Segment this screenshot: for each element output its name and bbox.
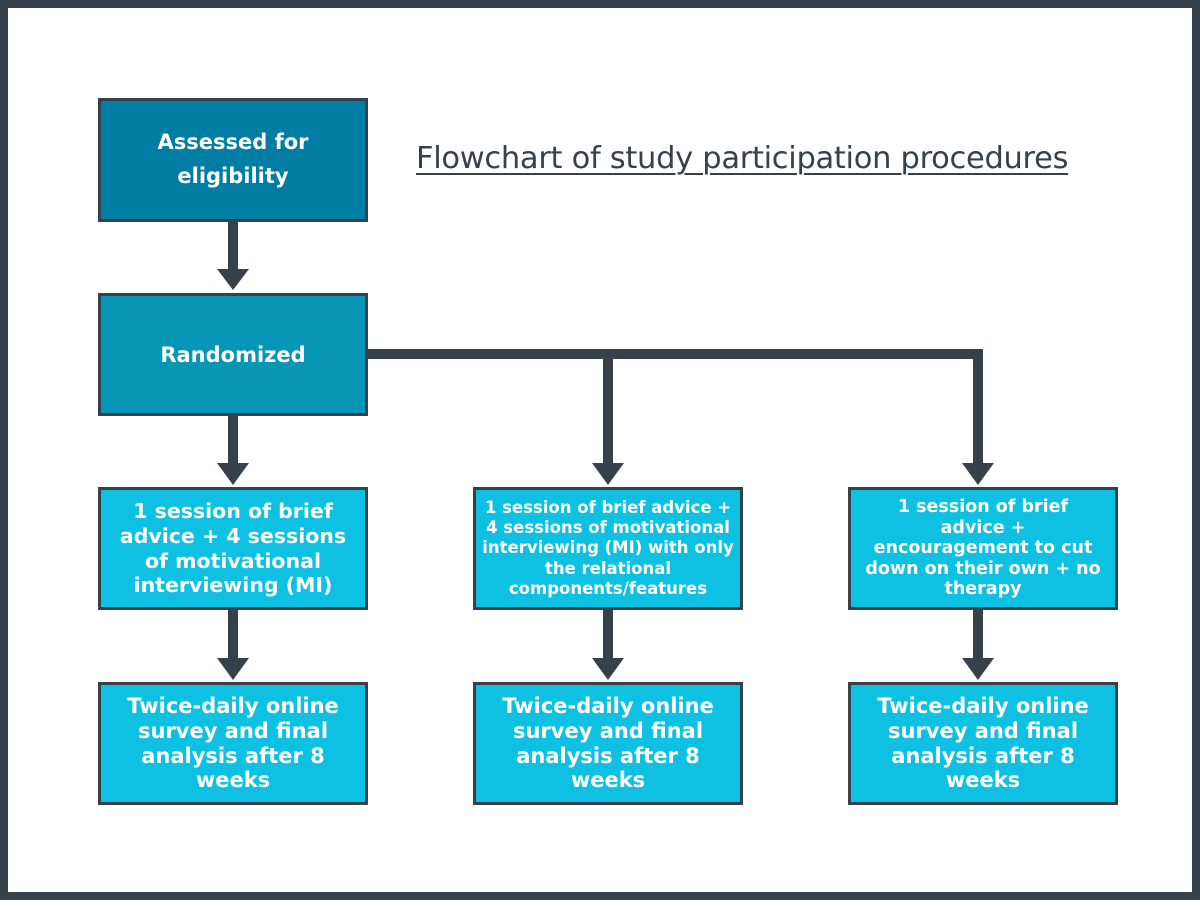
node-arm-3: 1 session of brief advice + encouragemen… [848,487,1118,610]
node-outcome-2: Twice-daily online survey and final anal… [473,682,743,805]
diagram-title: Flowchart of study participation procedu… [416,141,1069,176]
arrowhead-outcome-1 [217,658,249,680]
node-outcome-3: Twice-daily online survey and final anal… [848,682,1118,805]
edge-randomized-branch [368,349,983,464]
node-arm-1-label: 1 session of brief advice + 4 sessions o… [119,499,347,598]
node-randomized-label: Randomized [160,342,306,367]
arrowhead-outcome-3 [962,658,994,680]
node-randomized: Randomized [98,293,368,416]
node-arm-1: 1 session of brief advice + 4 sessions o… [98,487,368,610]
node-arm-2: 1 session of brief advice + 4 sessions o… [473,487,743,610]
node-outcome-2-label: Twice-daily online survey and final anal… [502,693,714,793]
node-outcome-1-label: Twice-daily online survey and final anal… [127,693,339,793]
node-arm-2-label: 1 session of brief advice + 4 sessions o… [482,498,734,598]
node-assessed-label: Assessed for eligibility [157,130,309,188]
arrowhead-randomized [217,269,249,290]
node-outcome-1: Twice-daily online survey and final anal… [98,682,368,805]
node-arm-3-label: 1 session of brief advice + encouragemen… [865,496,1101,600]
node-outcome-3-label: Twice-daily online survey and final anal… [877,693,1089,793]
node-assessed: Assessed for eligibility [98,98,368,222]
arrowhead-outcome-2 [592,658,624,680]
connectors [217,222,994,680]
arrowhead-arm-2 [592,463,624,485]
arrowhead-arm-1 [217,463,249,485]
arrowhead-arm-3 [962,463,994,485]
